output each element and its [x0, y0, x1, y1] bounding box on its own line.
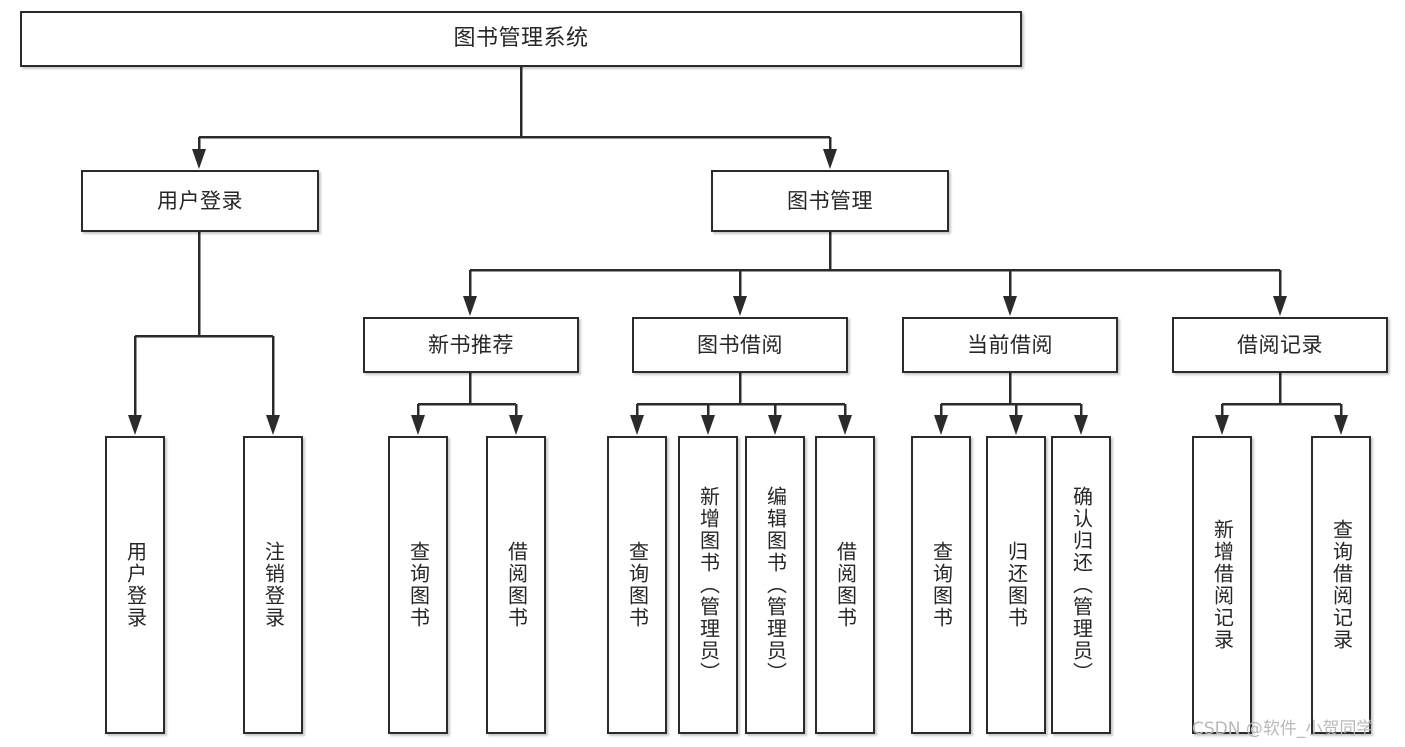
node-l-cur-query[interactable]: 查询图书	[911, 436, 971, 734]
node-label: 当前借阅	[967, 332, 1053, 357]
arrow-head-3-1	[509, 415, 523, 435]
arrow-head-1-1	[733, 296, 747, 316]
node-n-user[interactable]: 用户登录	[81, 170, 319, 232]
node-l-br-borrow[interactable]: 借阅图书	[815, 436, 875, 734]
node-label: 编辑图书（管理员）	[763, 486, 788, 684]
node-n-borrow[interactable]: 图书借阅	[632, 317, 848, 373]
arrow-head-6-1	[1334, 415, 1348, 435]
node-label: 图书借阅	[697, 332, 783, 357]
arrow-head-4-2	[768, 415, 782, 435]
arrow-head-1-0	[463, 296, 477, 316]
node-l-user-logout[interactable]: 注销登录	[243, 436, 303, 734]
node-label: 新书推荐	[428, 332, 514, 357]
arrow-head-6-0	[1215, 415, 1229, 435]
node-label: 注销登录	[261, 541, 286, 629]
arrow-head-2-0	[128, 415, 142, 435]
node-label: 确认归还（管理员）	[1069, 486, 1094, 684]
node-l-br-query[interactable]: 查询图书	[607, 436, 667, 734]
node-n-new[interactable]: 新书推荐	[363, 317, 579, 373]
arrow-head-4-1	[701, 415, 715, 435]
node-l-br-add[interactable]: 新增图书（管理员）	[678, 436, 738, 734]
arrow-head-4-3	[838, 415, 852, 435]
arrow-head-1-3	[1273, 296, 1287, 316]
node-label: 用户登录	[157, 188, 243, 213]
node-label: 查询借阅记录	[1329, 519, 1354, 651]
node-l-user-login[interactable]: 用户登录	[105, 436, 165, 734]
node-l-cur-confirm[interactable]: 确认归还（管理员）	[1051, 436, 1111, 734]
arrow-head-4-0	[630, 415, 644, 435]
node-n-cur[interactable]: 当前借阅	[902, 317, 1118, 373]
node-n-rec[interactable]: 借阅记录	[1172, 317, 1388, 373]
node-label: 新增图书（管理员）	[696, 486, 721, 684]
node-n-book[interactable]: 图书管理	[711, 170, 949, 232]
node-l-rec-query[interactable]: 查询借阅记录	[1311, 436, 1371, 734]
arrow-head-3-0	[411, 415, 425, 435]
node-label: 借阅图书	[504, 541, 529, 629]
node-label: 查询图书	[625, 541, 650, 629]
node-label: 查询图书	[929, 541, 954, 629]
node-l-new-query[interactable]: 查询图书	[388, 436, 448, 734]
node-label: 新增借阅记录	[1210, 519, 1235, 651]
node-label: 归还图书	[1004, 541, 1029, 629]
arrow-head-1-2	[1003, 296, 1017, 316]
arrow-head-5-1	[1009, 415, 1023, 435]
csdn-watermark: CSDN @软件_小贺同学	[1192, 719, 1374, 739]
arrow-head-0-0	[192, 149, 206, 169]
node-label: 图书管理	[787, 188, 873, 213]
node-l-rec-add[interactable]: 新增借阅记录	[1192, 436, 1252, 734]
arrow-head-5-0	[934, 415, 948, 435]
node-label: 查询图书	[406, 541, 431, 629]
node-label: 借阅记录	[1237, 332, 1323, 357]
node-root[interactable]: 图书管理系统	[20, 11, 1022, 67]
arrow-head-5-2	[1074, 415, 1088, 435]
node-label: 图书管理系统	[453, 26, 589, 52]
node-l-new-borrow[interactable]: 借阅图书	[486, 436, 546, 734]
node-label: 用户登录	[123, 541, 148, 629]
arrow-head-2-1	[266, 415, 280, 435]
node-l-cur-return[interactable]: 归还图书	[986, 436, 1046, 734]
node-label: 借阅图书	[833, 541, 858, 629]
arrow-head-0-1	[823, 149, 837, 169]
node-l-br-edit[interactable]: 编辑图书（管理员）	[745, 436, 805, 734]
